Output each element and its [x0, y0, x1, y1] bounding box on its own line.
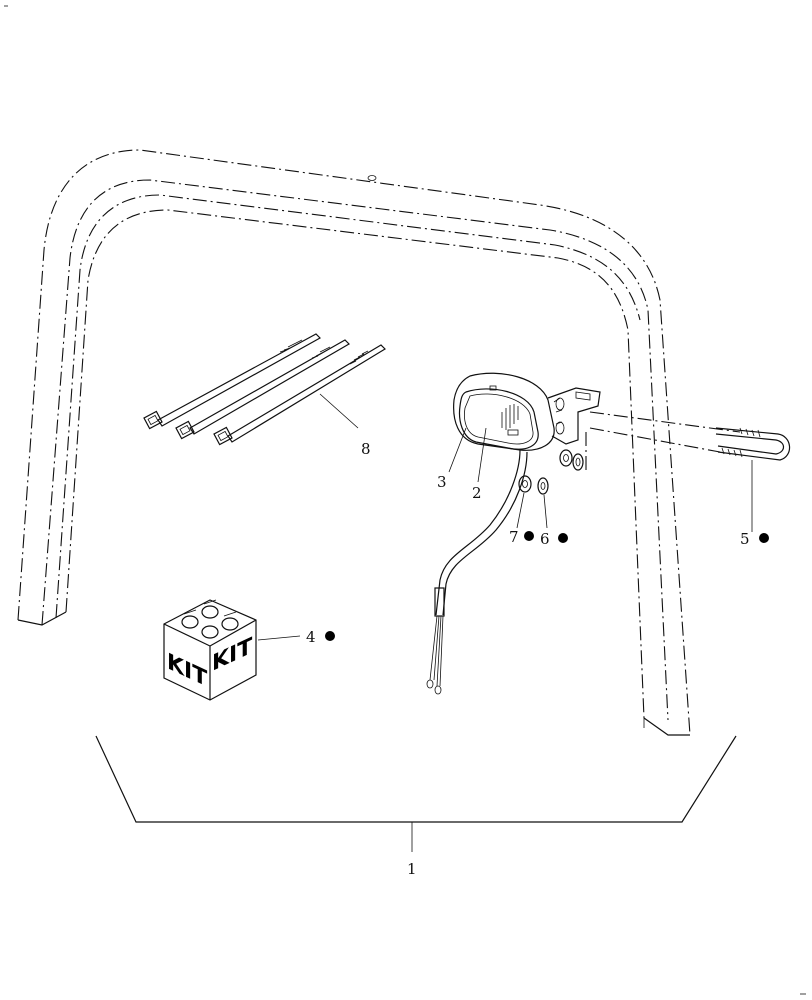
callout-2: 2 [472, 484, 482, 502]
kit-label-left: KIT [167, 649, 207, 693]
work-lamp [426, 372, 601, 695]
marker-dot-5 [759, 533, 769, 543]
kit-box [163, 599, 301, 701]
callout-3: 3 [437, 473, 447, 491]
cable-tie-a [143, 333, 321, 430]
hardware-nut-washer [516, 411, 741, 529]
callout-7: 7 [509, 528, 519, 546]
callout-6: 6 [540, 530, 550, 548]
marker-dot-4 [325, 631, 335, 641]
kit-label-right: KIT [212, 633, 252, 677]
marker-dot-7 [524, 531, 534, 541]
callout-1: 1 [407, 860, 417, 878]
cable-ties [143, 333, 386, 446]
rops-frame-phantom [17, 149, 691, 736]
marker-dot-6 [558, 533, 568, 543]
assembly-bracket [95, 735, 737, 852]
corner-marks [4, 5, 806, 995]
cable-tie-b [175, 339, 350, 440]
cable-tie-c [213, 344, 386, 446]
callout-5: 5 [740, 530, 750, 548]
u-bolt [715, 427, 791, 532]
callout-4: 4 [306, 628, 316, 646]
callout-8: 8 [361, 440, 371, 458]
